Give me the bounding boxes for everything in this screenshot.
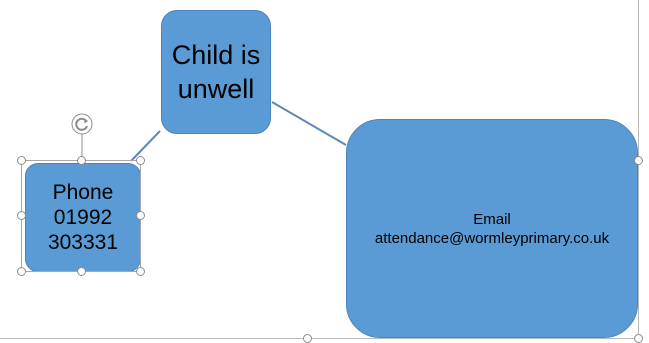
node-label: Child is unwell — [171, 40, 261, 104]
node-email[interactable]: Email attendance@wormleyprimary.co.uk — [346, 119, 638, 338]
node-label: Phone 01992 303331 — [47, 181, 119, 254]
resize-handle[interactable] — [17, 211, 26, 220]
node-phone[interactable]: Phone 01992 303331 — [25, 163, 141, 272]
resize-handle[interactable] — [136, 267, 145, 276]
resize-handle[interactable] — [17, 156, 26, 165]
resize-handle[interactable] — [17, 267, 26, 276]
resize-handle[interactable] — [77, 267, 86, 276]
resize-handle[interactable] — [634, 156, 643, 165]
resize-handle[interactable] — [634, 334, 643, 343]
resize-handle[interactable] — [136, 156, 145, 165]
connector-child-email[interactable] — [271, 101, 347, 146]
node-label: Email attendance@wormleyprimary.co.uk — [374, 210, 610, 247]
resize-handle[interactable] — [136, 211, 145, 220]
resize-handle[interactable] — [77, 156, 86, 165]
resize-handle[interactable] — [303, 334, 312, 343]
rotate-icon[interactable] — [70, 112, 94, 136]
connector-child-phone[interactable] — [130, 130, 161, 162]
node-child-is-unwell[interactable]: Child is unwell — [161, 10, 271, 134]
